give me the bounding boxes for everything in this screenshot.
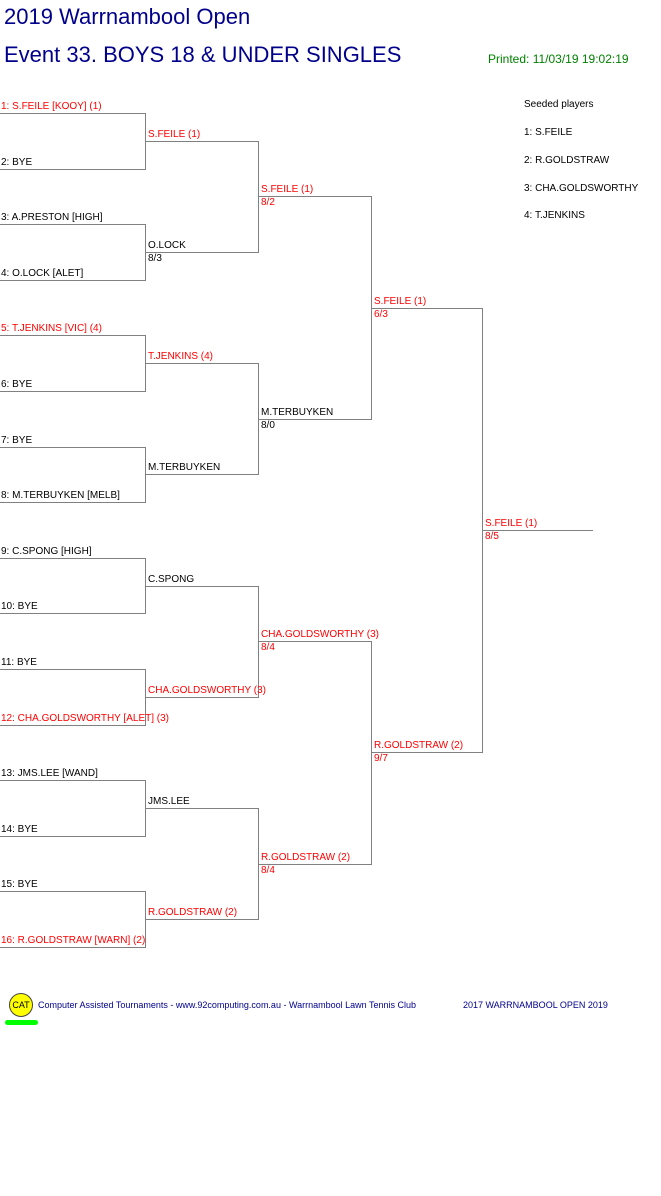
bracket-line [0, 502, 146, 503]
footer-credit[interactable]: Computer Assisted Tournaments - www.92co… [38, 1000, 417, 1010]
match-winner: M.TERBUYKEN [148, 462, 221, 473]
match-score: 8/0 [261, 420, 275, 431]
match-winner: O.LOCK [148, 240, 186, 251]
bracket-line [0, 669, 146, 670]
bracket-line [0, 113, 146, 114]
draw-entry: 1: S.FEILE [KOOY] (1) [1, 101, 102, 112]
bracket-line [258, 641, 372, 642]
match-winner: JMS.LEE [148, 796, 190, 807]
bracket-line [0, 335, 146, 336]
bracket-line [145, 141, 259, 142]
match-winner: M.TERBUYKEN [261, 407, 334, 418]
bracket-connector [371, 641, 372, 865]
draw-entry: 7: BYE [1, 435, 33, 446]
draw-entry: 15: BYE [1, 879, 38, 890]
bracket-line [482, 530, 593, 531]
tournament-title: 2019 Warrnambool Open [4, 4, 251, 29]
match-winner: S.FEILE (1) [485, 518, 538, 529]
match-score: 6/3 [374, 309, 388, 320]
match-winner: R.GOLDSTRAW (2) [374, 740, 464, 751]
cat-logo: CAT [9, 993, 33, 1017]
bracket-line [371, 308, 483, 309]
bracket-line [145, 474, 259, 475]
bracket-line [0, 836, 146, 837]
seeded-player: 3: CHA.GOLDSWORTHY [524, 183, 639, 194]
match-score: 9/7 [374, 753, 388, 764]
draw-entry: 5: T.JENKINS [VIC] (4) [1, 323, 102, 334]
bracket-line [145, 919, 259, 920]
bracket-line [0, 224, 146, 225]
bracket-line [0, 558, 146, 559]
seeded-player: 1: S.FEILE [524, 127, 573, 138]
bracket-line [0, 447, 146, 448]
seeded-player: 2: R.GOLDSTRAW [524, 155, 610, 166]
bracket-line [145, 586, 259, 587]
match-winner: CHA.GOLDSWORTHY (3) [148, 685, 266, 696]
bracket-line [0, 780, 146, 781]
bracket-line [145, 252, 259, 253]
bracket-line [0, 169, 146, 170]
event-title: Event 33. BOYS 18 & UNDER SINGLES [4, 42, 402, 67]
bracket-line [258, 196, 372, 197]
bracket-connector [145, 447, 146, 503]
match-score: 8/4 [261, 642, 275, 653]
seeded-heading: Seeded players [524, 99, 594, 110]
bracket-connector [258, 586, 259, 698]
match-score: 8/2 [261, 197, 275, 208]
draw-entry: 4: O.LOCK [ALET] [1, 268, 84, 279]
draw-entry: 9: C.SPONG [HIGH] [1, 546, 92, 557]
draw-entry: 13: JMS.LEE [WAND] [1, 768, 98, 779]
match-winner: C.SPONG [148, 574, 195, 585]
match-winner: S.FEILE (1) [148, 129, 201, 140]
bracket-line [145, 808, 259, 809]
bracket-line [0, 280, 146, 281]
draw-entry: 11: BYE [1, 657, 37, 668]
match-winner: CHA.GOLDSWORTHY (3) [261, 629, 379, 640]
draw-entry: 10: BYE [1, 601, 38, 612]
draw-entry: 12: CHA.GOLDSWORTHY [ALET] (3) [1, 713, 170, 724]
bracket-connector [258, 141, 259, 253]
bracket-line [145, 697, 259, 698]
match-score: 8/3 [148, 253, 162, 264]
draw-entry: 3: A.PRESTON [HIGH] [1, 212, 103, 223]
bracket-line [258, 419, 372, 420]
draw-entry: 6: BYE [1, 379, 33, 390]
bracket-line [0, 613, 146, 614]
draw-entry: 2: BYE [1, 157, 33, 168]
match-winner: R.GOLDSTRAW (2) [261, 852, 351, 863]
match-winner: T.JENKINS (4) [148, 351, 214, 362]
footer-event: 2017 WARRNAMBOOL OPEN 2019 [463, 1000, 608, 1010]
bracket-line [0, 725, 146, 726]
draw-entry: 8: M.TERBUYKEN [MELB] [1, 490, 120, 501]
bracket-line [0, 891, 146, 892]
bracket-line [258, 864, 372, 865]
match-score: 8/4 [261, 865, 275, 876]
bracket-line [371, 752, 483, 753]
match-winner: S.FEILE (1) [374, 296, 427, 307]
printed-timestamp: Printed: 11/03/19 19:02:19 [488, 52, 629, 66]
draw-entry: 14: BYE [1, 824, 38, 835]
bracket-line [145, 363, 259, 364]
logo-underline [5, 1020, 38, 1025]
match-winner: R.GOLDSTRAW (2) [148, 907, 238, 918]
draw-entry: 16: R.GOLDSTRAW [WARN] (2) [1, 935, 146, 946]
seeded-player: 4: T.JENKINS [524, 210, 585, 221]
match-winner: S.FEILE (1) [261, 184, 314, 195]
bracket-line [0, 391, 146, 392]
match-score: 8/5 [485, 531, 499, 542]
bracket-line [0, 947, 146, 948]
